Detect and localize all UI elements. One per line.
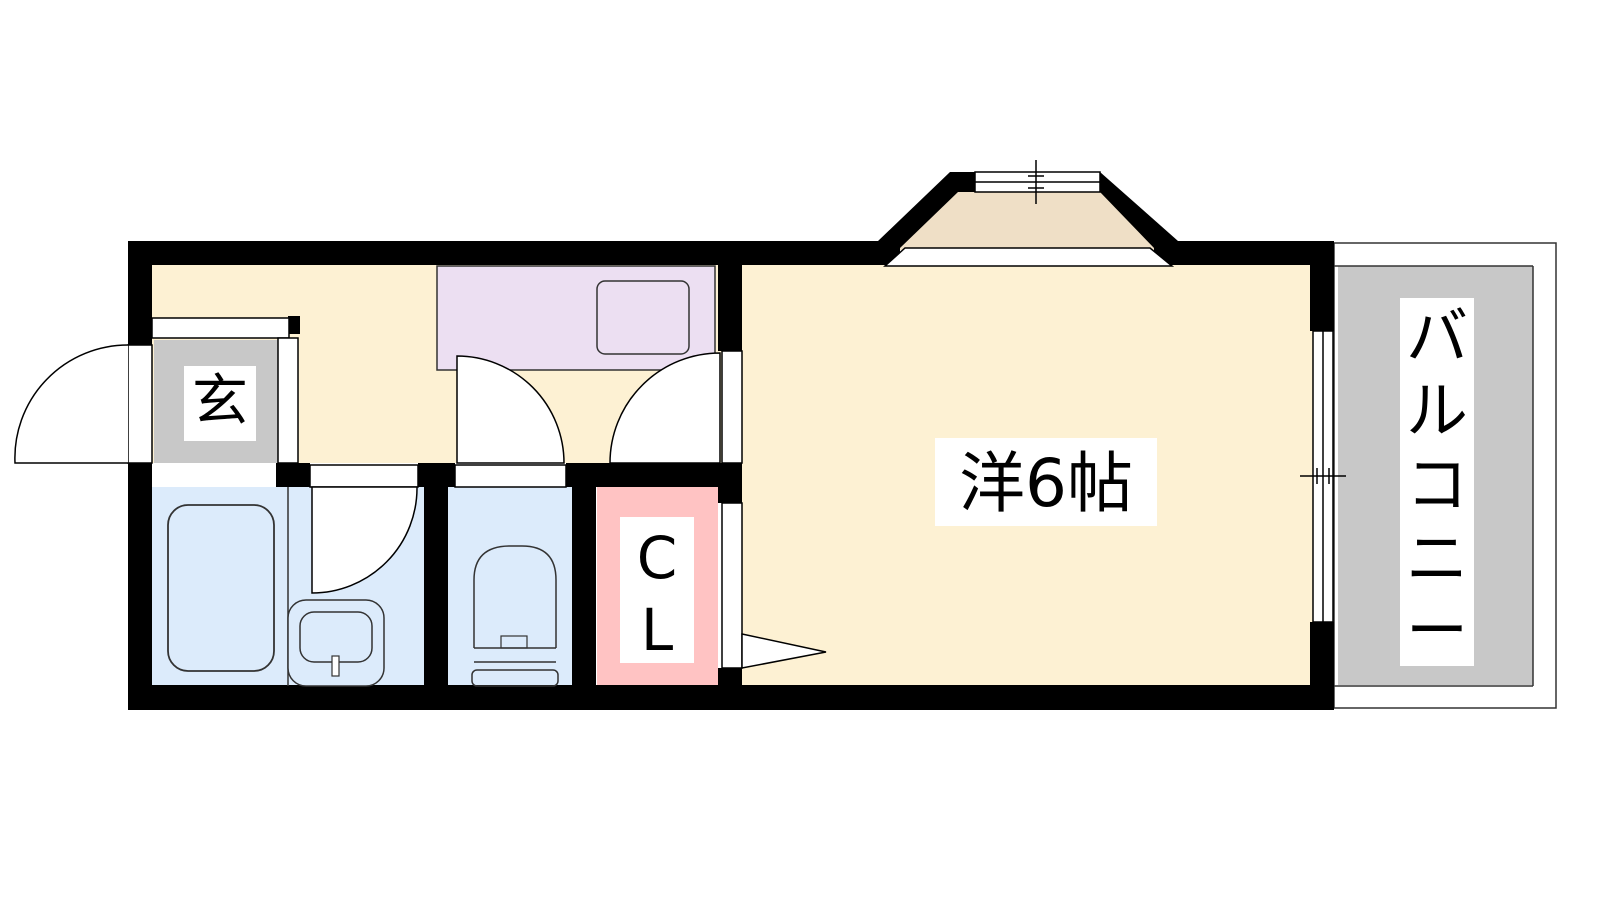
entrance-door-swing: [14, 344, 129, 464]
shoe-cabinet: [151, 317, 290, 339]
closet-label-c: C: [637, 524, 678, 592]
balcony-label-char: バ: [1406, 300, 1468, 373]
closet-door-swing: [741, 633, 827, 669]
room-label: 洋6帖: [959, 445, 1133, 522]
closet-label-bg: [620, 517, 694, 663]
entrance-label-bg: [184, 366, 256, 441]
closet-door-frame: [721, 502, 743, 669]
toilet-door-swing: [456, 355, 565, 464]
bathroom-door-swing: [311, 486, 418, 594]
closet-label-l: L: [641, 596, 673, 664]
room-label-bg: [935, 438, 1157, 526]
balcony-label-char: ー: [1406, 594, 1468, 667]
washbasin: [287, 599, 385, 687]
toilet-tank: [471, 669, 559, 687]
toilet-door-frame: [454, 464, 567, 488]
entrance-label: 玄: [192, 369, 248, 434]
sink-basin: [596, 280, 690, 355]
walls: [128, 172, 1334, 710]
balcony-label-bg: [1400, 298, 1474, 666]
bathtub: [167, 504, 275, 672]
toilet-floor: [448, 487, 572, 686]
entrance-door-frame: [127, 344, 153, 464]
balcony-label-char: ル: [1406, 374, 1468, 447]
bay-window-alcove: [885, 185, 1160, 250]
balcony-label-char: ニ: [1406, 522, 1468, 595]
balcony-label-char: コ: [1406, 448, 1468, 521]
bathroom-door-frame: [309, 464, 419, 488]
bay-window-sill: [883, 247, 1175, 267]
entrance-step: [277, 337, 299, 464]
room-door-swing: [609, 352, 721, 464]
room-door-frame: [721, 350, 743, 464]
toilet-bowl: [473, 545, 557, 648]
